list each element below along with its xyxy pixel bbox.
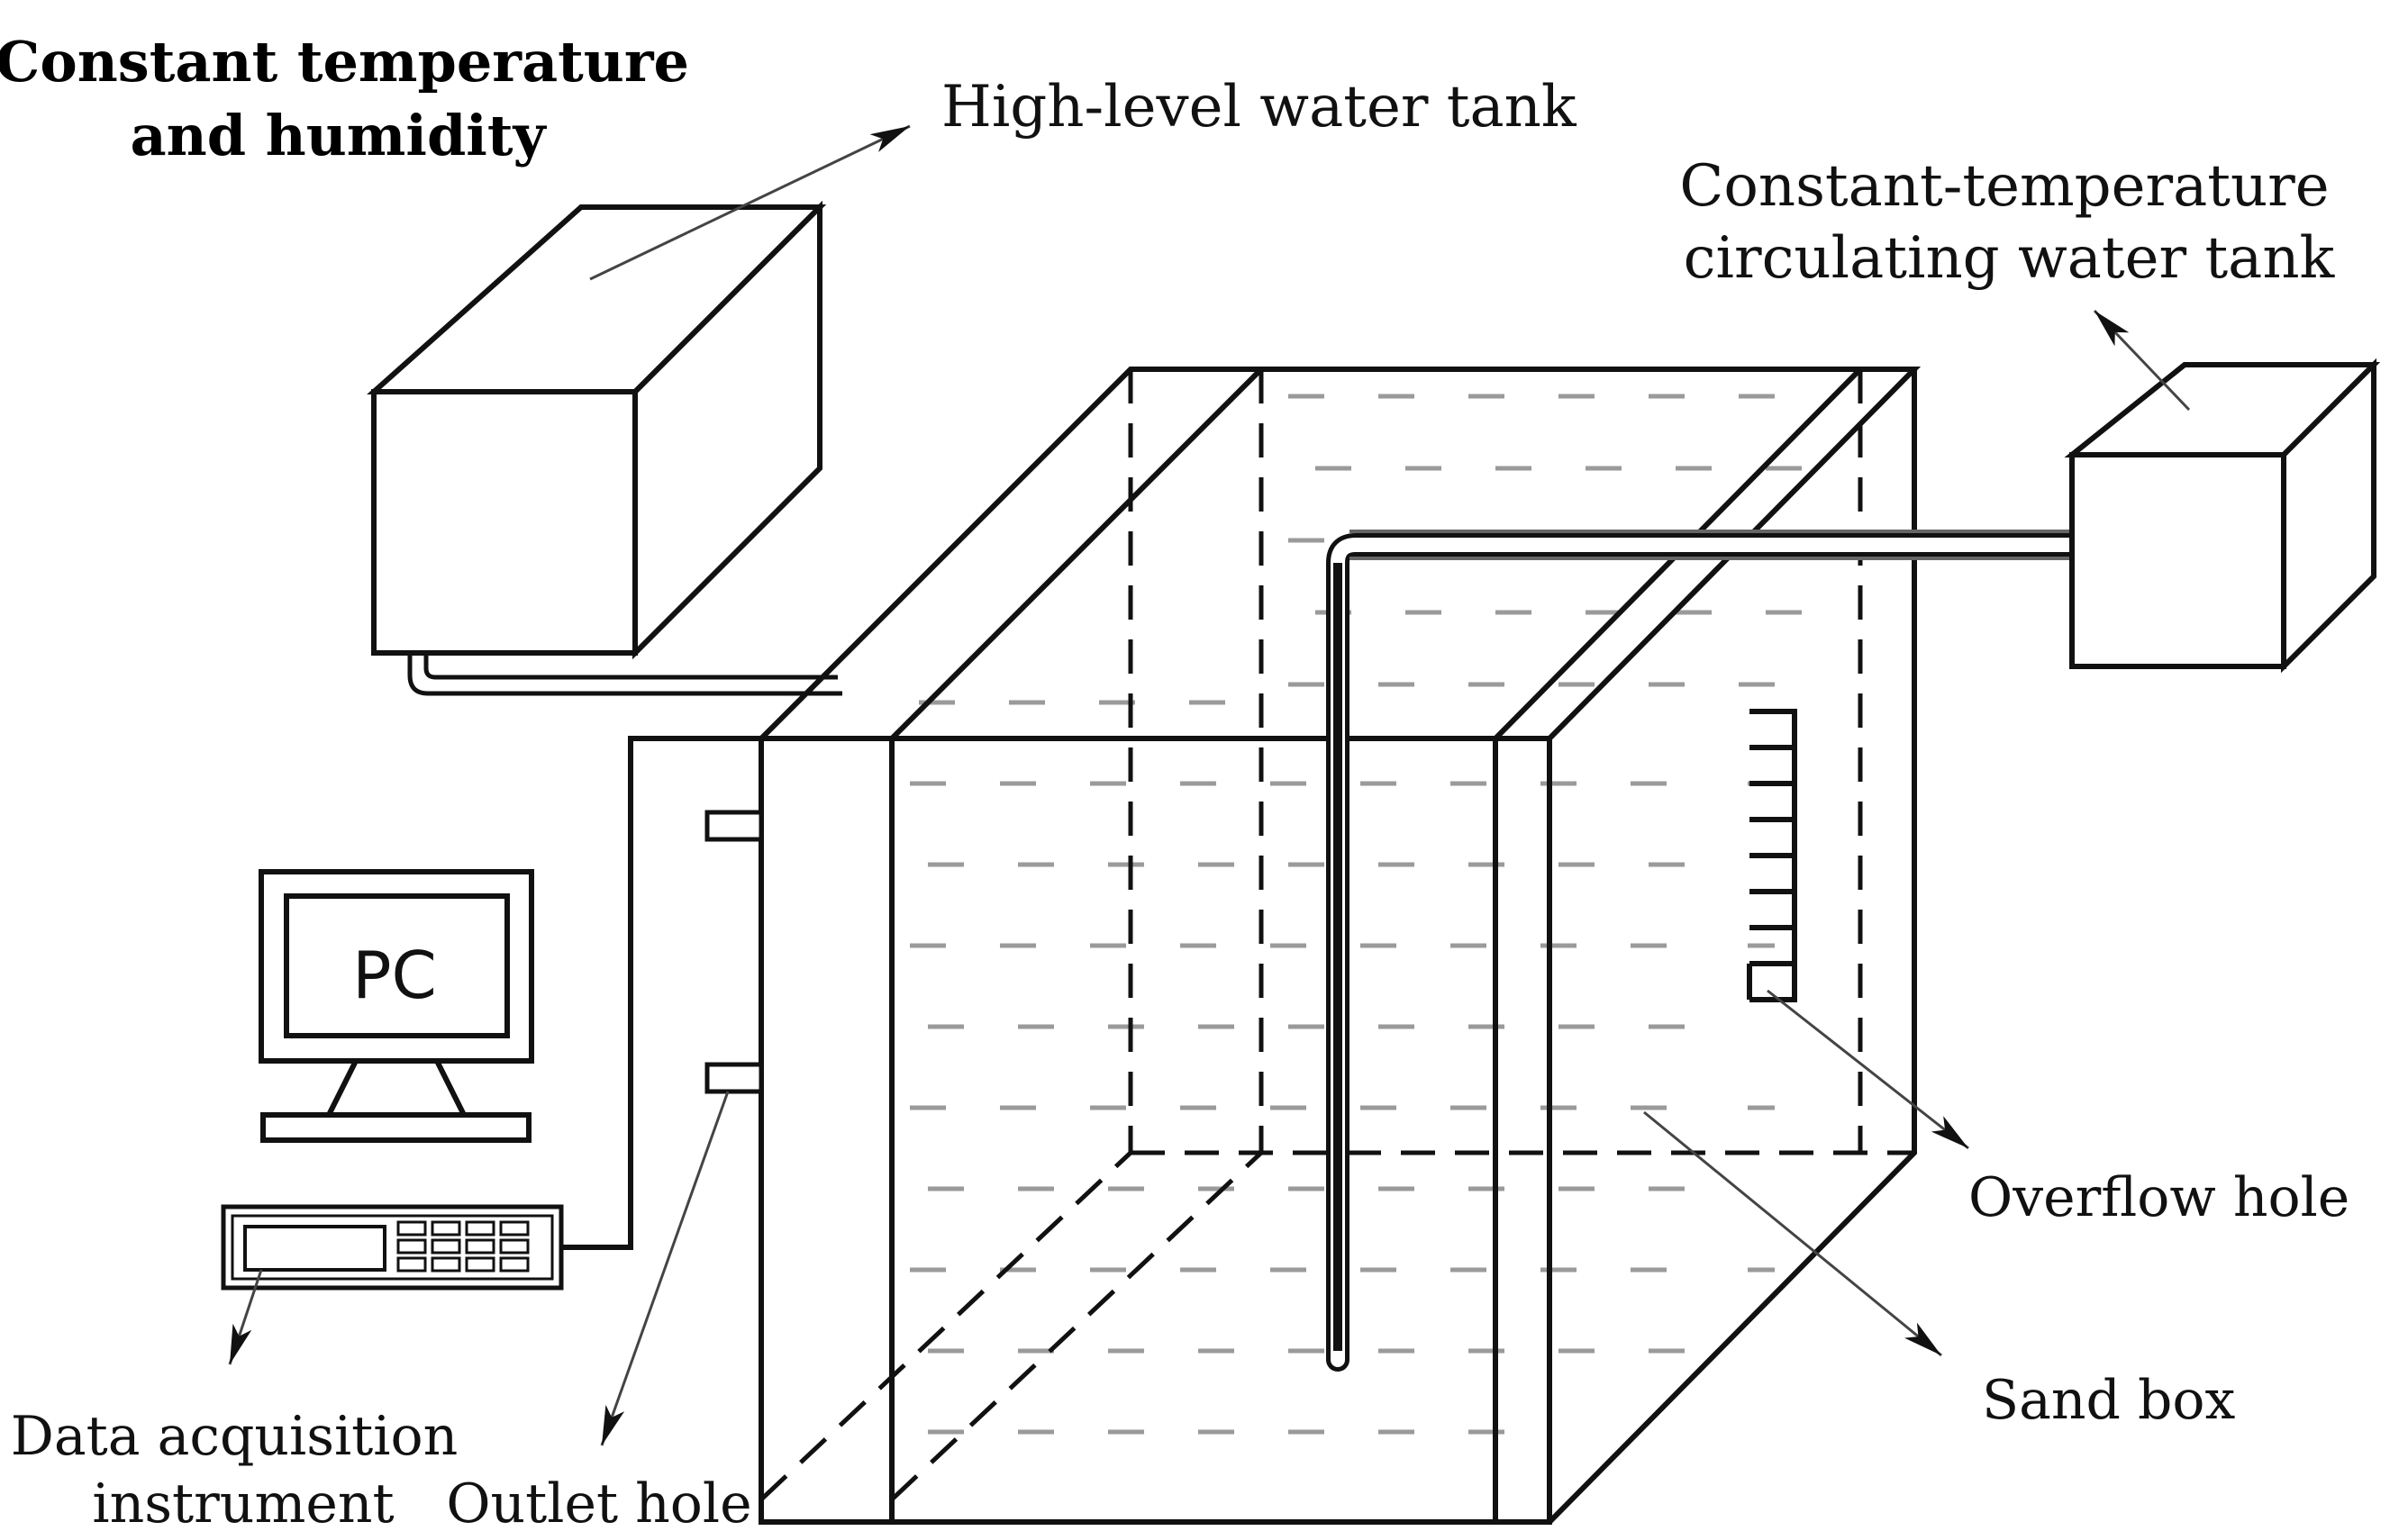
arrow-outlet-hole bbox=[600, 1091, 730, 1446]
water-supply-pipe bbox=[407, 656, 842, 696]
label-outlet-hole: Outlet hole bbox=[446, 1472, 751, 1535]
overflow-holes bbox=[1747, 709, 1797, 1002]
arrow-circulating-tank bbox=[2093, 309, 2191, 412]
arrow-high-level-tank bbox=[589, 124, 911, 281]
pc-screen-label: PC bbox=[352, 938, 437, 1013]
pc-computer bbox=[259, 869, 534, 1143]
water-fill-dashes bbox=[910, 394, 1802, 1435]
arrow-sand-box bbox=[1643, 1110, 1942, 1357]
label-overflow-hole: Overflow hole bbox=[1968, 1166, 2349, 1229]
leader-lines bbox=[228, 124, 2191, 1446]
label-constant-temp-humidity-1: Constant temperature bbox=[0, 29, 689, 95]
sensor-cable bbox=[561, 736, 761, 1250]
label-circulating-tank-2: circulating water tank bbox=[1684, 225, 2336, 292]
label-circulating-tank-1: Constant-temperature bbox=[1679, 153, 2329, 220]
label-high-level-tank: High-level water tank bbox=[941, 74, 1577, 140]
circulating-water-tank bbox=[2064, 358, 2381, 674]
label-sand-box: Sand box bbox=[1982, 1369, 2236, 1432]
outlet-holes bbox=[704, 810, 764, 1094]
arrow-overflow-hole bbox=[1767, 989, 1969, 1150]
label-data-acquisition-2: instrument bbox=[92, 1472, 394, 1535]
label-constant-temp-humidity-2: and humidity bbox=[130, 103, 547, 168]
arrow-data-acquisition bbox=[228, 1269, 263, 1365]
label-data-acquisition-1: Data acquisition bbox=[11, 1405, 459, 1468]
high-level-water-tank bbox=[367, 200, 827, 660]
data-acquisition-instrument bbox=[221, 1204, 564, 1291]
heating-pipe bbox=[1326, 530, 2084, 1372]
